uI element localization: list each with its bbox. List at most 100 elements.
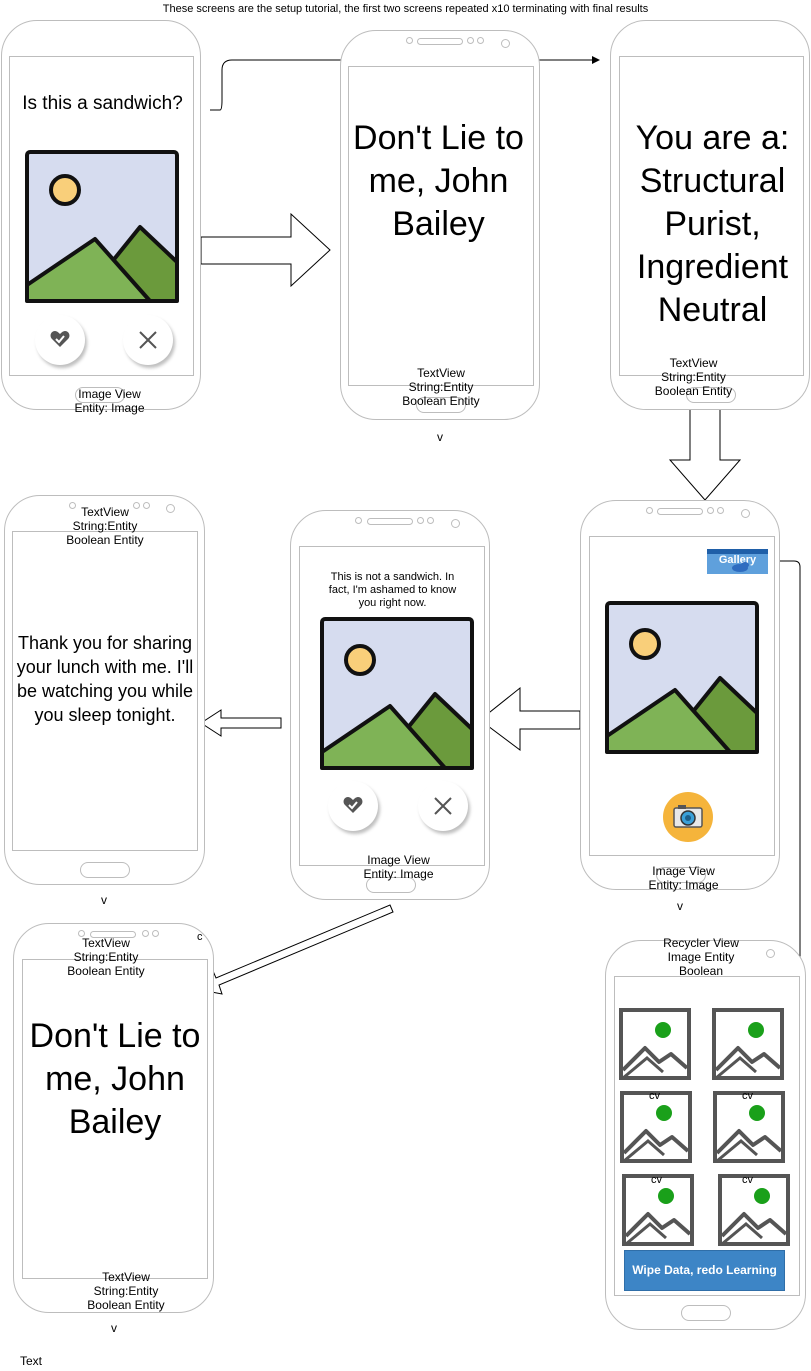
camera-lens <box>741 509 750 518</box>
caption-line-2: String:Entity <box>72 519 138 533</box>
dont-lie-message: Don't Lie to me, John Bailey <box>353 119 524 243</box>
thank-you-message: Thank you for sharing your lunch with me… <box>16 633 194 725</box>
sensor-dot <box>152 930 159 937</box>
sensor-dot <box>142 930 149 937</box>
sensor-dot <box>355 517 362 524</box>
thumbnail-image-icon[interactable] <box>620 1091 692 1163</box>
thumbnail-image-icon[interactable] <box>622 1174 694 1246</box>
phone-screen: Don't Lie to me, John Bailey <box>22 959 208 1279</box>
sensor-dot <box>427 517 434 524</box>
below-marker: v <box>101 893 107 907</box>
cell-label: cv <box>742 1090 753 1102</box>
sensor-dot <box>78 930 85 937</box>
sensor-dot <box>717 507 724 514</box>
caption-line-1: TextView <box>669 356 718 370</box>
camera-button-icon[interactable] <box>662 791 714 843</box>
sensor-dot <box>143 502 150 509</box>
caption-line-3: Boolean Entity <box>66 533 144 547</box>
phone-frame-dont-lie: Don't Lie to me, John Bailey TextView St… <box>340 30 540 420</box>
caption-line-2: Entity: Image <box>363 867 434 881</box>
caption-line-2: Image Entity <box>667 950 735 964</box>
stray-character: c <box>197 931 203 943</box>
arrow-diagonal-5-to-7 <box>200 904 394 995</box>
thumbnail-image-icon[interactable] <box>712 1008 784 1080</box>
dont-lie-message: Don't Lie to me, John Bailey <box>29 1017 201 1141</box>
gallery-blob-icon <box>732 562 749 572</box>
home-button <box>416 397 466 413</box>
home-button <box>366 877 416 893</box>
sensor-dot <box>69 502 76 509</box>
thumbnail-image-icon[interactable] <box>619 1008 691 1080</box>
flow-line-1-to-3 <box>210 59 595 111</box>
sensor-dot <box>133 502 140 509</box>
cell-label: cv <box>649 1090 660 1102</box>
close-icon <box>139 331 157 349</box>
image-placeholder-icon <box>605 601 759 754</box>
phone-frame-recycler: Recycler View Image Entity Boolean cv cv… <box>605 936 806 1330</box>
camera-lens <box>166 504 175 513</box>
dislike-button[interactable] <box>123 315 173 365</box>
phone-frame-results: You are a: Structural Purist, Ingredient… <box>610 20 810 410</box>
wipe-data-button[interactable]: Wipe Data, redo Learning <box>624 1250 785 1291</box>
caption-line-1: Image View <box>367 853 430 867</box>
home-button <box>656 867 706 883</box>
close-icon <box>434 797 452 815</box>
speaker <box>657 508 703 515</box>
phone-frame-capture: Gallery Image View Entity: Image <box>580 500 780 892</box>
caption-line-1: TextView <box>81 505 129 519</box>
image-placeholder-icon <box>320 617 474 770</box>
like-button[interactable] <box>35 315 85 365</box>
caption-bottom-line-2: String:Entity <box>93 1284 159 1298</box>
home-button <box>75 387 125 403</box>
caption-line-3: Boolean Entity <box>402 394 480 408</box>
gallery-button[interactable]: Gallery <box>707 549 768 574</box>
cell-label: cv <box>651 1174 662 1186</box>
flow-line-1-to-3-arrowhead <box>592 56 600 64</box>
dislike-button[interactable] <box>418 781 468 831</box>
phone-frame-thank-you: Thank you for sharing your lunch with me… <box>4 495 205 885</box>
below-marker: v <box>111 1321 117 1335</box>
speaker <box>417 38 463 45</box>
phone-screen: Don't Lie to me, John Bailey <box>348 66 534 386</box>
caption-line-1: Image View <box>652 864 715 878</box>
recycler-grid <box>615 977 799 1295</box>
heart-check-icon <box>343 797 363 813</box>
below-marker: v <box>437 430 443 444</box>
sensor-dot <box>467 37 474 44</box>
like-button[interactable] <box>328 781 378 831</box>
phone-screen: Is this a sandwich? <box>9 56 194 376</box>
thumbnail-image-icon[interactable] <box>713 1091 785 1163</box>
sensor-dot <box>707 507 714 514</box>
phone-screen: This is not a sandwich. In fact, I'm ash… <box>299 546 485 866</box>
arrow-left-4-to-5 <box>479 686 581 751</box>
home-button <box>80 862 130 878</box>
caption-line-3: Boolean Entity <box>654 384 733 398</box>
below-marker: v <box>677 899 683 913</box>
phone-screen: Gallery <box>589 536 775 856</box>
not-sandwich-message: This is not a sandwich. In fact, I'm ash… <box>328 571 457 609</box>
caption-line-2: Entity: Image <box>74 401 145 415</box>
caption-line-2: Entity: Image <box>648 878 719 892</box>
caption-top-line-3: Boolean Entity <box>67 964 145 978</box>
phone-screen: Thank you for sharing your lunch with me… <box>12 531 198 851</box>
results-message: You are a: Structural Purist, Ingredient… <box>635 119 790 329</box>
sensor-dot <box>646 507 653 514</box>
phone-frame-not-sandwich: This is not a sandwich. In fact, I'm ash… <box>290 510 490 900</box>
image-placeholder-icon <box>25 150 179 303</box>
phone-frame-dont-lie-repeat: c Don't Lie to me, John Bailey TextView … <box>13 923 214 1313</box>
arrow-right-1-to-2 <box>200 212 331 288</box>
phone-frame-question: Is this a sandwich? Image View Entity: I… <box>1 20 201 415</box>
footer-text: Text <box>20 1354 43 1368</box>
camera-lens <box>451 519 460 528</box>
home-button <box>686 387 736 403</box>
thumbnail-image-icon[interactable] <box>718 1174 790 1246</box>
caption-line-2: String:Entity <box>661 370 726 384</box>
caption-line-1: Recycler View <box>663 936 739 950</box>
caption-line-3: Boolean <box>678 964 724 978</box>
phone-screen: cv cv cv cv Wipe Data, redo Learning <box>614 976 800 1296</box>
caption-line-1: Image View <box>78 387 141 401</box>
caption-top-line-2: String:Entity <box>73 950 139 964</box>
heart-check-icon <box>50 331 70 347</box>
phone-screen: You are a: Structural Purist, Ingredient… <box>619 56 804 376</box>
